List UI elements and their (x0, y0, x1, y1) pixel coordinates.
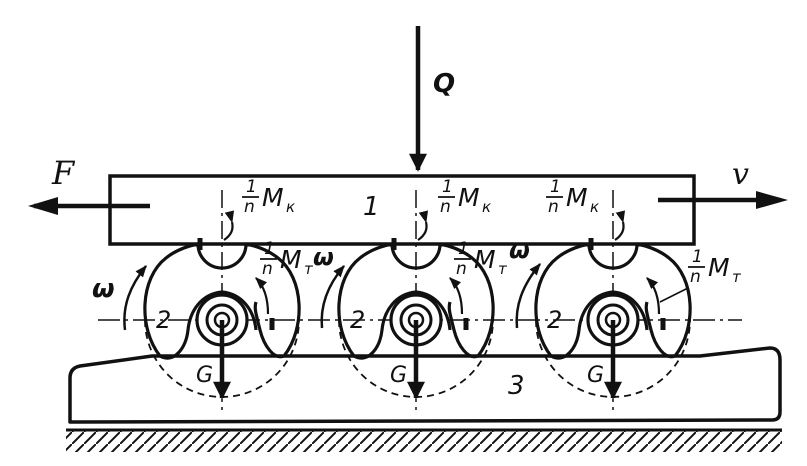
fraction-denominator: n (456, 259, 467, 279)
fraction-denominator: n (690, 267, 701, 287)
velocity-label: v (732, 157, 749, 192)
moment-t-arrow (646, 277, 661, 315)
fraction-numerator: 1 (264, 239, 275, 259)
load-label: Q (433, 69, 455, 99)
roller-number: 2 (350, 306, 365, 334)
weight-label: G (587, 363, 604, 388)
moment-subscript: к (286, 198, 295, 216)
fraction-denominator: n (440, 197, 451, 217)
omega-label-left: ω (92, 274, 115, 304)
roller-profile (143, 242, 301, 359)
moment-subscript: т (304, 260, 314, 278)
moment-k-arrow (417, 210, 429, 241)
fraction-numerator: 1 (246, 177, 257, 197)
pull-force-arrow (28, 197, 150, 215)
roller-number: 2 (156, 306, 171, 334)
omega-arrow-middle (320, 265, 345, 329)
plate-number: 1 (363, 192, 380, 222)
omega-label-middle: ω (313, 243, 334, 271)
moment-symbol: M (280, 245, 302, 274)
fraction-denominator: n (262, 259, 273, 279)
base-number: 3 (508, 371, 525, 401)
fraction-denominator: n (244, 197, 255, 217)
moment-t-arrow (255, 277, 270, 315)
fraction-numerator: 1 (550, 177, 561, 197)
moment-k-arrow (614, 210, 626, 241)
weight-label: G (196, 363, 213, 388)
roller-1: G2 (143, 210, 301, 400)
roller-3: G2 (534, 210, 692, 400)
fraction-numerator: 1 (458, 239, 469, 259)
moment-k-arrow (223, 210, 235, 241)
moment-symbol: M (474, 245, 496, 274)
pull-force-label: F (51, 154, 76, 192)
fraction-denominator: n (548, 197, 559, 217)
top-plate (108, 174, 696, 246)
moment-subscript: т (498, 260, 508, 278)
moment-subscript: к (482, 198, 491, 216)
roller-number: 2 (547, 306, 562, 334)
moment-symbol: M (708, 253, 730, 282)
moment-symbol: M (458, 183, 480, 212)
weight-label: G (390, 363, 407, 388)
roller-2: G2 (337, 210, 495, 400)
roller-lobe (353, 290, 452, 360)
roller-lobe (159, 290, 258, 360)
roller-profile (534, 242, 692, 359)
base-body (68, 346, 782, 424)
omega-label-right: ω (509, 236, 530, 264)
moment-t-arrow (449, 277, 464, 315)
ground-hatching (66, 428, 782, 452)
moment-subscript: к (590, 198, 599, 216)
moment-symbol: M (566, 183, 588, 212)
roller-lobe (550, 290, 649, 360)
fraction-numerator: 1 (692, 247, 703, 267)
omega-arrow-right (515, 263, 541, 329)
fraction-numerator: 1 (442, 177, 453, 197)
velocity-arrow (658, 191, 788, 209)
moment-symbol: M (262, 183, 284, 212)
omega-arrow-left (123, 265, 147, 331)
moment-t-leader (659, 287, 689, 303)
roller-profile (337, 242, 495, 359)
moment-subscript: т (732, 268, 742, 286)
